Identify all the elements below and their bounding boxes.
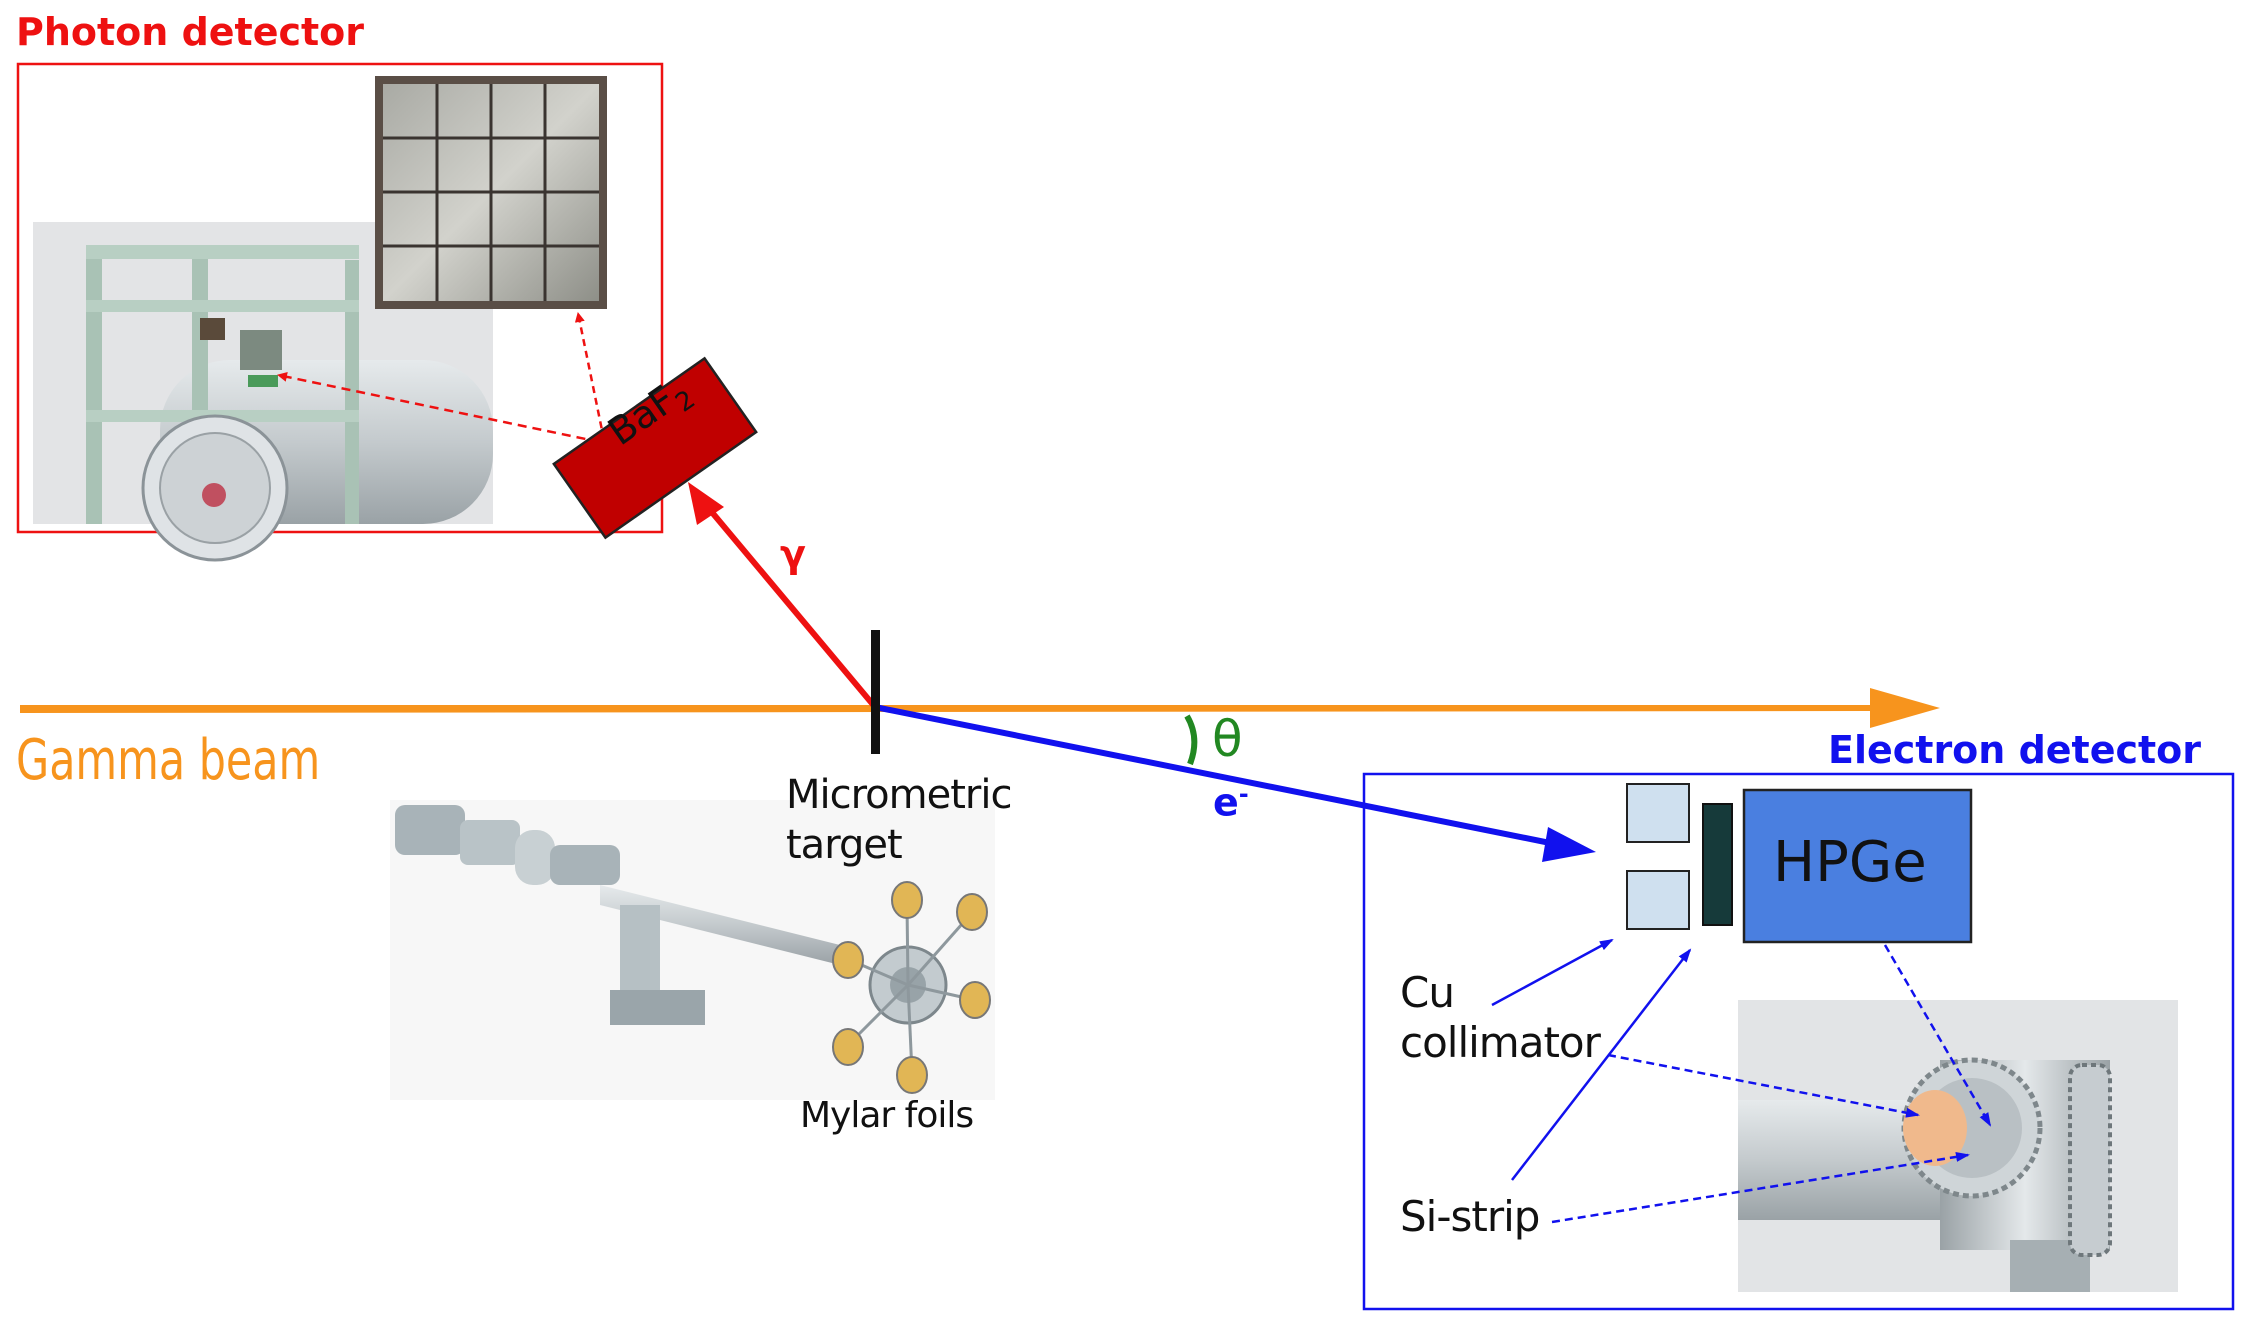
angle-arc [1184,714,1198,766]
micrometric-target [871,630,880,754]
theta-label: θ [1212,710,1243,768]
collimator-to-photo-arrow [1607,1053,1920,1118]
hpge-label: HPGe [1773,830,1927,895]
target-label: Micrometric target [786,770,1012,870]
cu-collimator-upper [1626,783,1690,843]
photon-detector-title: Photon detector [16,10,365,54]
electron-arrow-head [1542,827,1596,862]
cu-pointer-arrow [1491,938,1614,1007]
electron-symbol-superscript: - [1238,780,1249,808]
baf2-array-photo [375,76,607,309]
electron-symbol-main: e [1213,780,1239,825]
electron-detector-title: Electron detector [1828,728,2202,772]
gamma-beam-label: Gamma beam [16,728,321,793]
photon-detector-frame [16,62,664,534]
baf2-crystal [552,356,758,540]
photon-symbol: γ [780,532,806,576]
cu-collimator-label: Cu collimator [1400,968,1601,1068]
sistrip-to-photo-arrow [1551,1151,1970,1224]
target-holder-photo [390,800,995,1100]
si-pointer-arrow [1511,948,1692,1181]
baf2-to-array-arrow [574,312,606,441]
cu-label-line2: collimator [1400,1018,1601,1067]
electron-arrow [874,704,1561,848]
cu-label-line1: Cu [1400,968,1455,1017]
baf2-to-photo-arrow [277,371,601,444]
cu-collimator-lower [1626,870,1690,930]
target-label-line2: target [786,822,903,868]
target-label-line1: Micrometric [786,772,1012,818]
photon-detector-photo [33,222,493,562]
gamma-beam-arrow [20,688,1940,728]
si-strip-label: Si-strip [1400,1192,1540,1241]
photon-arrow-head [688,482,724,525]
hpge-to-photo-arrow [1883,944,1992,1127]
mylar-foils [832,881,991,1094]
si-strip-detector [1702,803,1733,926]
hpge-detector [1742,788,1973,944]
electron-detector-photo [1738,1000,2178,1292]
electron-detector-frame [1362,772,2235,1311]
mylar-foils-label: Mylar foils [800,1095,974,1136]
electron-symbol: e- [1213,780,1249,825]
photon-arrow [697,496,878,709]
